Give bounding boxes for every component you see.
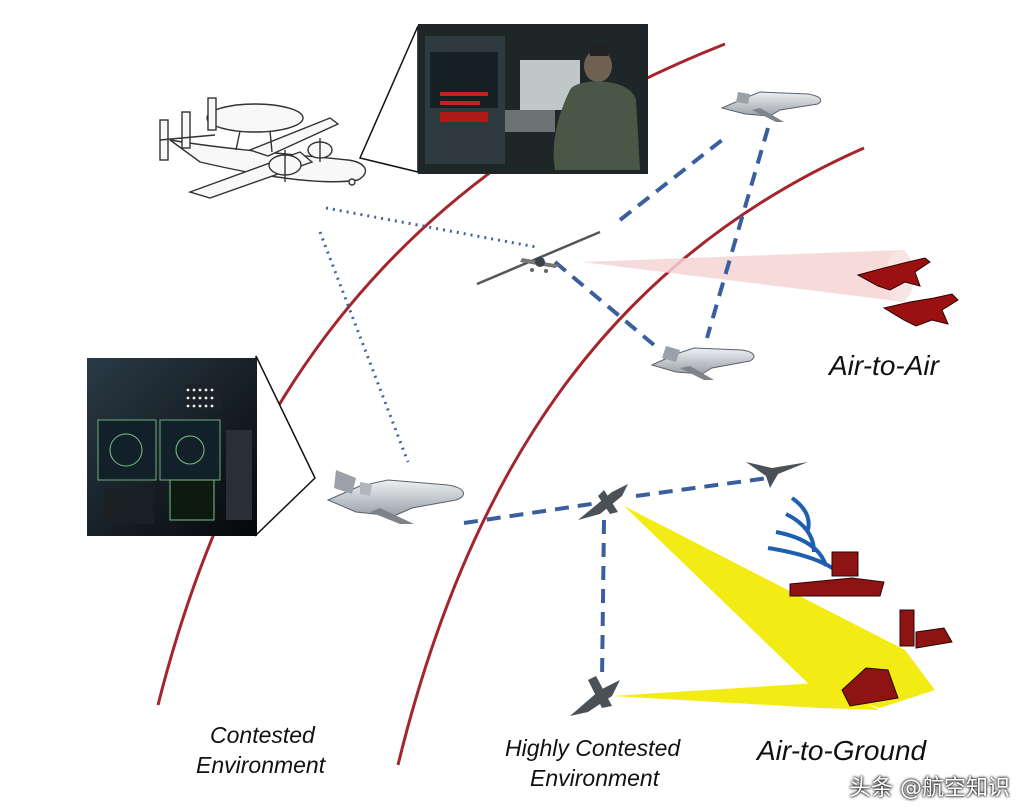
- uav-icon: [578, 484, 628, 520]
- uav-icon: [746, 462, 808, 488]
- f35-fighter-icon: [720, 91, 822, 122]
- uav-icon: [476, 230, 601, 286]
- watermark: 头条 @航空知识: [849, 776, 1010, 801]
- f35-fighter-icon: [326, 470, 464, 524]
- air-to-air-label: Air-to-Air: [829, 350, 939, 381]
- air-to-ground-label: Air-to-Ground: [757, 735, 927, 766]
- sam-site-icon: [789, 551, 953, 707]
- highly-contested-boundary: [396, 146, 865, 766]
- dotted-datalinks: [318, 206, 537, 463]
- ground-sensor-beam-2: [612, 683, 880, 710]
- dashed-datalinks: [463, 127, 770, 681]
- uav-icon: [570, 676, 620, 716]
- air-radar-beam: [582, 250, 905, 302]
- f35-fighter-icon: [650, 346, 755, 380]
- highly-contested-label-line1: Highly Contested: [505, 735, 681, 761]
- highly-contested-label-line2: Environment: [530, 765, 660, 791]
- contested-environment-label-line2: Environment: [196, 752, 326, 778]
- contested-environment-label-line1: Contested: [210, 722, 315, 748]
- ground-sensor-beam: [624, 506, 935, 708]
- e2d-hawkeye-aircraft-icon: [159, 97, 367, 199]
- enemy-fighter-icon: [856, 257, 959, 327]
- awacs-operator-photo: [418, 24, 648, 174]
- cockpit-photo: [87, 358, 257, 536]
